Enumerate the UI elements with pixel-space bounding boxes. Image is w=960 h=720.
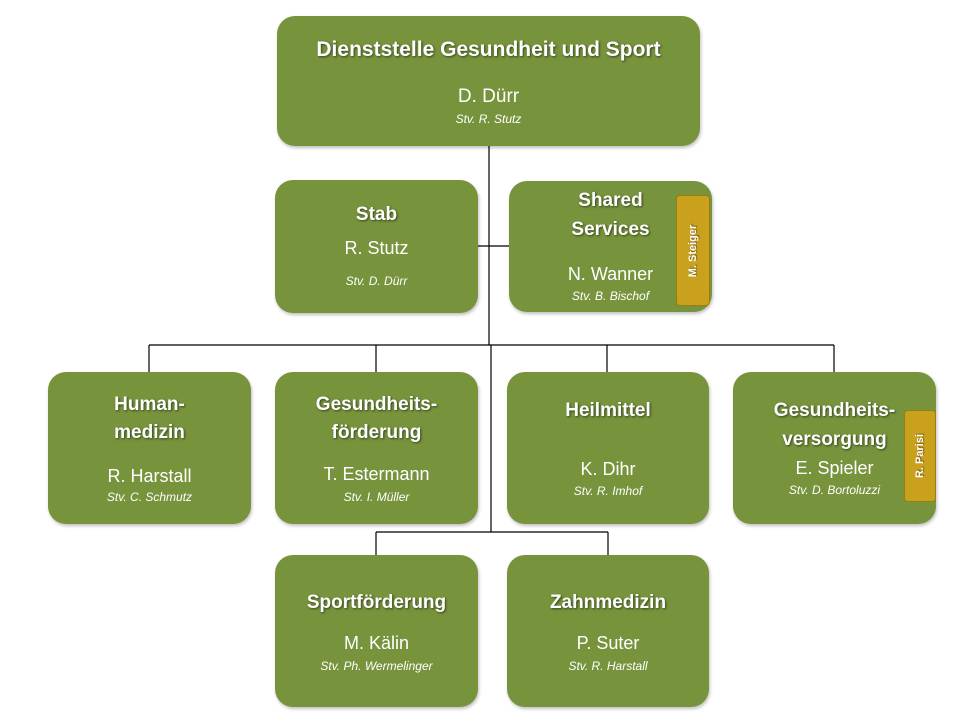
unit-deputy: Stv. Ph. Wermelinger — [320, 659, 433, 673]
unit-head: R. Stutz — [344, 238, 409, 258]
unit-head: N. Wanner — [567, 264, 654, 284]
unit-head: E. Spieler — [795, 458, 874, 478]
tag-m-steiger: M. Steiger — [676, 195, 710, 306]
unit-title-line2: medizin — [114, 422, 185, 443]
unit-humanmedizin: Human- medizin R. Harstall Stv. C. Schmu… — [48, 372, 251, 524]
unit-title-line1: Gesundheits- — [773, 400, 896, 421]
unit-zahnmedizin: Zahnmedizin P. Suter Stv. R. Harstall — [507, 555, 709, 707]
unit-sportfoerderung: Sportförderung M. Kälin Stv. Ph. Wermeli… — [275, 555, 478, 707]
unit-deputy: Stv. R. Imhof — [573, 484, 643, 498]
tag-label: R. Parisi — [914, 433, 926, 479]
unit-deputy: Stv. D. Bortoluzzi — [788, 483, 881, 497]
unit-head: K. Dihr — [580, 459, 636, 479]
unit-head: P. Suter — [576, 633, 640, 653]
unit-head: M. Kälin — [343, 633, 410, 653]
unit-title-line1: Gesundheits- — [315, 394, 438, 415]
unit-deputy: Stv. I. Müller — [343, 490, 410, 504]
unit-title-line2: versorgung — [782, 429, 887, 450]
unit-gesundheitsfoerderung: Gesundheits- förderung T. Estermann Stv.… — [275, 372, 478, 524]
unit-title-line2: Services — [571, 219, 650, 240]
unit-head: D. Dürr — [457, 86, 520, 107]
unit-title-line1: Shared — [578, 190, 643, 211]
unit-title: Sportförderung — [306, 592, 447, 613]
unit-title: Heilmittel — [565, 400, 651, 421]
unit-title: Zahnmedizin — [549, 592, 667, 613]
tag-label: M. Steiger — [687, 224, 699, 277]
unit-deputy: Stv. D. Dürr — [345, 274, 408, 288]
unit-title: Dienststelle Gesundheit und Sport — [316, 38, 661, 61]
unit-head: R. Harstall — [107, 466, 192, 486]
unit-dienststelle: Dienststelle Gesundheit und Sport D. Dür… — [277, 16, 700, 146]
unit-title-line2: förderung — [331, 422, 422, 443]
unit-heilmittel: Heilmittel K. Dihr Stv. R. Imhof — [507, 372, 709, 524]
unit-deputy: Stv. C. Schmutz — [106, 490, 193, 504]
unit-deputy: Stv. B. Bischof — [571, 289, 650, 303]
unit-stab: Stab R. Stutz Stv. D. Dürr — [275, 180, 478, 313]
unit-gesundheitsversorgung: Gesundheits- versorgung E. Spieler Stv. … — [733, 372, 936, 524]
unit-deputy: Stv. R. Harstall — [568, 659, 648, 673]
tag-r-parisi: R. Parisi — [904, 410, 936, 502]
unit-title-line1: Human- — [114, 394, 185, 415]
unit-title: Stab — [355, 204, 398, 225]
unit-head: T. Estermann — [323, 464, 430, 484]
unit-deputy: Stv. R. Stutz — [455, 112, 522, 126]
